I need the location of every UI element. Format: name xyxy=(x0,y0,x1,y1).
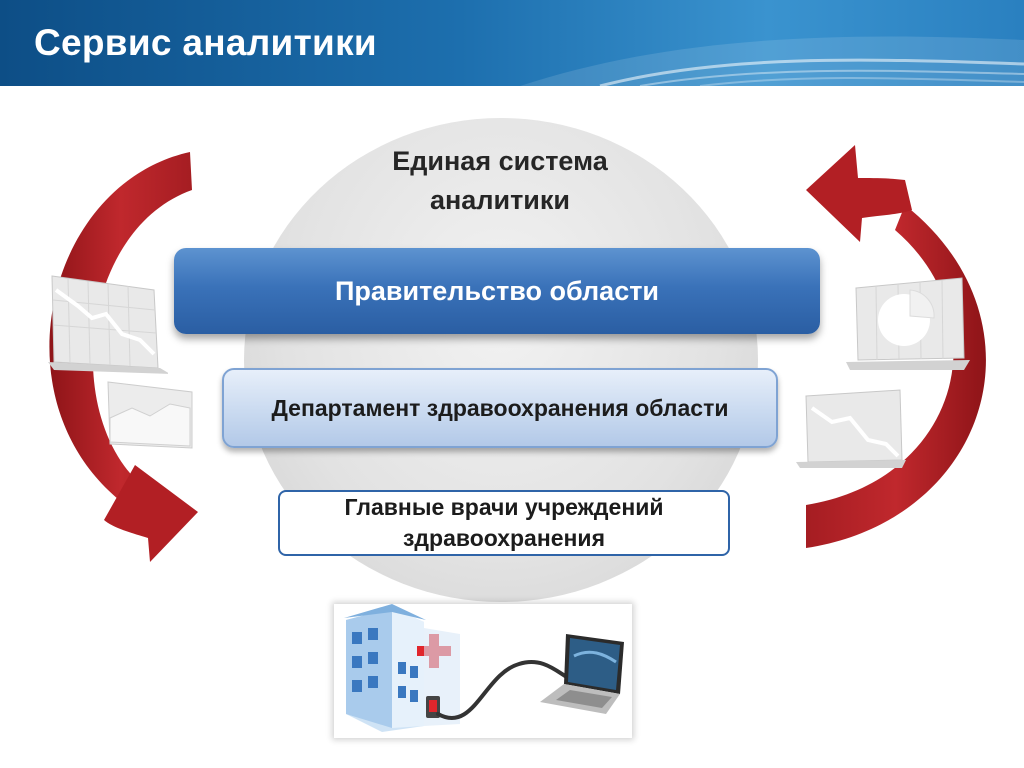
unified-system-title-line2: аналитики xyxy=(429,185,571,215)
header-wave-decoration xyxy=(520,36,1024,86)
unified-system-title-line1: Единая система xyxy=(392,146,608,176)
government-label: Правительство области xyxy=(334,275,660,306)
pie-chart-icon xyxy=(846,277,970,370)
trend-chart-icon xyxy=(796,389,906,468)
government-level-box: Правительство области xyxy=(174,248,820,334)
slide-header: Сервис аналитики xyxy=(0,0,1024,86)
department-label: Департамент здравоохранения области xyxy=(271,394,729,421)
hospital-network-drawing xyxy=(344,604,624,732)
chief-doctors-level-box: Главные врачи учреждений здравоохранения xyxy=(278,490,730,556)
line-chart-icon xyxy=(48,275,168,374)
unified-system-title: Единая система аналитики xyxy=(300,142,700,220)
hospital-icon xyxy=(344,604,460,732)
chief-doctors-label-line2: здравоохранения xyxy=(402,525,605,551)
department-level-box: Департамент здравоохранения области xyxy=(222,368,778,448)
area-chart-icon xyxy=(107,381,193,449)
network-cable xyxy=(436,660,574,720)
chief-doctors-label-line1: Главные врачи учреждений xyxy=(344,494,664,520)
laptop-icon xyxy=(540,634,624,714)
hospital-laptop-illustration xyxy=(334,604,632,738)
curved-arrow-down-icon xyxy=(49,152,198,562)
page-title: Сервис аналитики xyxy=(34,22,377,63)
